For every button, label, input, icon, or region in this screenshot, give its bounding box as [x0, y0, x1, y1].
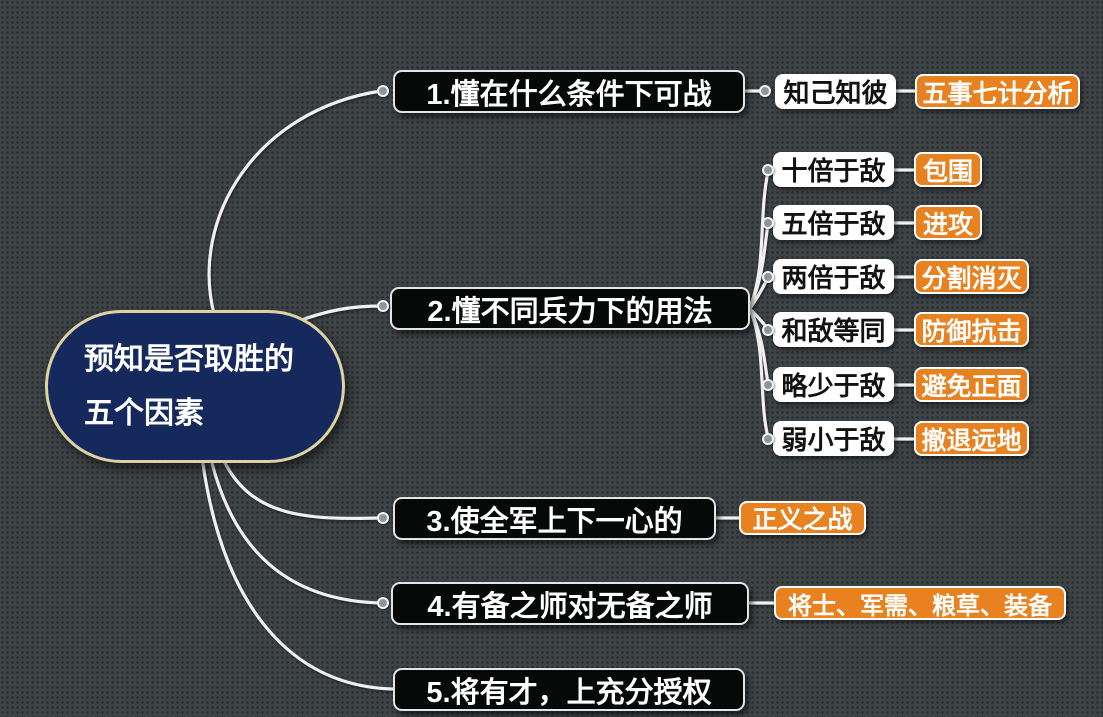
condition-much-weaker[interactable]: 弱小于敌: [773, 421, 894, 456]
root-topic-line2: 五个因素: [84, 396, 204, 430]
tactic-five-factors-analysis[interactable]: 五事七计分析: [915, 74, 1080, 109]
collapse-handle-icon[interactable]: [762, 433, 774, 445]
collapse-handle-icon[interactable]: [762, 217, 774, 229]
condition-equal-enemy[interactable]: 和敌等同: [773, 312, 894, 347]
collapse-handle-icon[interactable]: [377, 85, 389, 97]
tactic-divide-destroy[interactable]: 分割消灭: [914, 259, 1029, 294]
condition-slightly-fewer[interactable]: 略少于敌: [773, 367, 894, 402]
condition-5x-enemy[interactable]: 五倍于敌: [773, 205, 894, 240]
collapse-handle-icon[interactable]: [377, 300, 389, 312]
branch-curve: [749, 310, 770, 439]
branch-3[interactable]: 3.使全军上下一心的: [393, 497, 716, 540]
collapse-handle-icon[interactable]: [377, 597, 389, 609]
branch-curve: [294, 304, 383, 324]
tactic-just-war[interactable]: 正义之战: [739, 501, 866, 535]
branch-curve: [222, 459, 383, 521]
root-topic[interactable]: 预知是否取胜的 五个因素: [45, 310, 345, 463]
branch-2[interactable]: 2.懂不同兵力下的用法: [390, 287, 750, 330]
branch-5[interactable]: 5.将有才，上充分授权: [393, 668, 745, 711]
tactic-attack[interactable]: 进攻: [914, 205, 982, 240]
collapse-handle-icon[interactable]: [759, 85, 771, 97]
tactic-defend-resist[interactable]: 防御抗击: [914, 312, 1029, 347]
condition-2x-enemy[interactable]: 两倍于敌: [773, 259, 894, 294]
collapse-handle-icon[interactable]: [762, 379, 774, 391]
branch-1[interactable]: 1.懂在什么条件下可战: [393, 70, 745, 113]
branch-curve: [210, 461, 383, 605]
collapse-handle-icon[interactable]: [762, 324, 774, 336]
branch-curve: [207, 89, 383, 316]
branch-curve: [201, 462, 394, 691]
collapse-handle-icon[interactable]: [762, 164, 774, 176]
branch-4[interactable]: 4.有备之师对无备之师: [391, 582, 749, 625]
tactic-surround[interactable]: 包围: [914, 152, 982, 187]
condition-10x-enemy[interactable]: 十倍于敌: [773, 152, 894, 187]
root-topic-line1: 预知是否取胜的: [84, 342, 294, 376]
tactic-avoid-frontal[interactable]: 避免正面: [914, 367, 1029, 402]
tactic-retreat-far[interactable]: 撤退远地: [914, 421, 1029, 456]
tactic-troops-supplies[interactable]: 将士、军需、粮草、装备: [774, 586, 1066, 620]
collapse-handle-icon[interactable]: [377, 512, 389, 524]
branch-curve: [749, 223, 770, 307]
condition-know-self-enemy[interactable]: 知己知彼: [775, 74, 896, 109]
collapse-handle-icon[interactable]: [762, 271, 774, 283]
